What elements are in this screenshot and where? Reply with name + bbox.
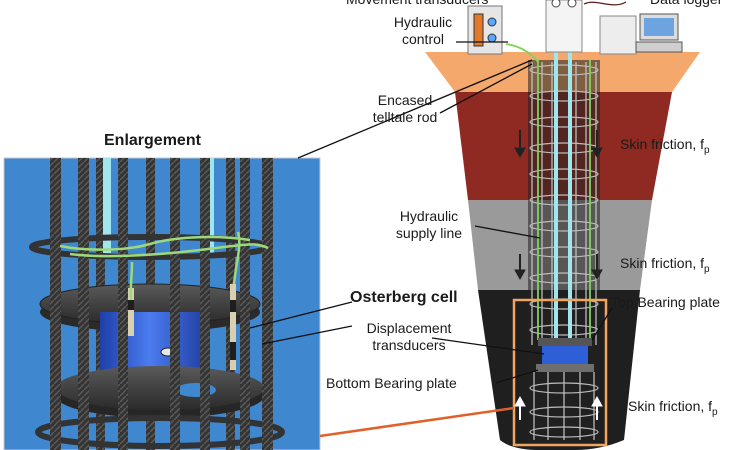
enlargement-panel (3, 157, 321, 450)
hydraulic-cables-enlarged (59, 231, 269, 301)
movement-transducer-gauge-icon (545, 0, 583, 53)
hydraulic-pump-icon (467, 5, 503, 55)
enlargement-connector-line (319, 406, 515, 438)
label-hydraulic-control: Hydraulic control (393, 14, 453, 47)
label-movement-transducers: Movement transducers (346, 0, 488, 8)
rebar-front-bars (50, 158, 273, 450)
arrow-down-icon (514, 130, 603, 281)
pile-osterberg-cell (536, 338, 594, 372)
pile-hydraulic-lines (505, 43, 591, 340)
label-osterberg-cell: Osterberg cell (350, 289, 458, 306)
label-hydraulic-supply-line: Hydraulic supply line (395, 208, 463, 241)
label-encased-telltale-rod: Encased telltale rod (372, 92, 438, 125)
skin-friction-arrows (514, 130, 603, 420)
leader-lines (249, 41, 613, 384)
rebar-bottom-ring (35, 415, 285, 449)
label-skin-friction-1: Skin friction, fp (620, 136, 710, 156)
displacement-transducers-enlarged (128, 284, 236, 370)
data-logger-computer-icon (583, 1, 683, 55)
label-top-bearing-plate: Top Bearing plate (611, 294, 720, 310)
arrow-up-icon (514, 395, 603, 420)
label-skin-friction-3: Skin friction, fp (628, 398, 718, 418)
label-enlargement: Enlargement (104, 132, 201, 149)
label-skin-friction-2: Skin friction, fp (620, 255, 710, 275)
label-displacement-transducers: Displacement transducers (366, 320, 452, 353)
label-bottom-bearing-plate: Bottom Bearing plate (326, 375, 457, 391)
label-data-logger: Data logger (650, 0, 722, 8)
pile-telltale-rods (554, 8, 572, 346)
bottom-bearing-plate-enlarged (56, 366, 264, 418)
pile-section (425, 0, 700, 450)
enlargement-highlight-box (512, 298, 608, 447)
